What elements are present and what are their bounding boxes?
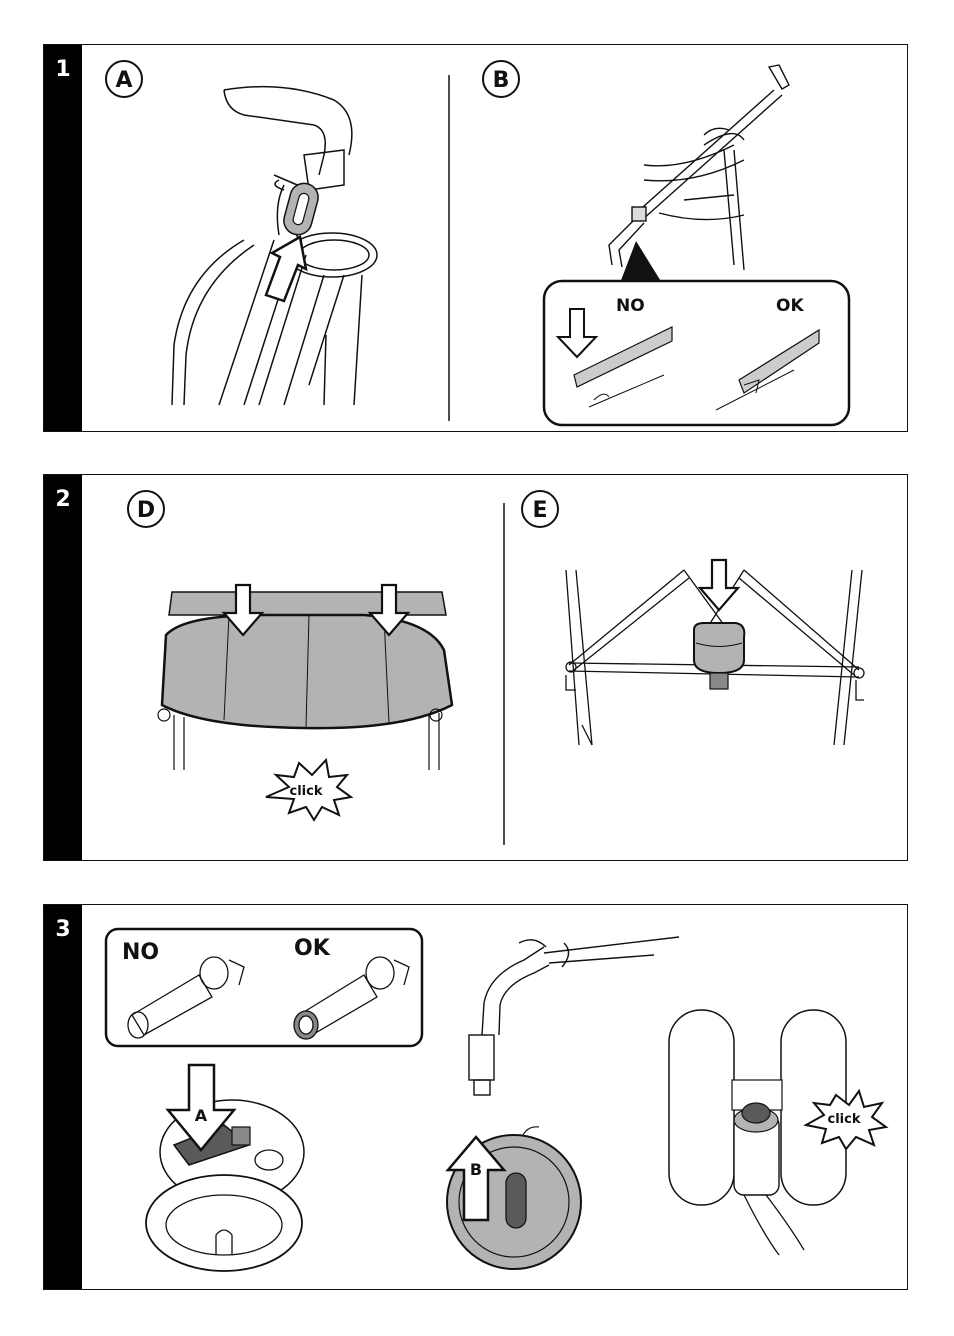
seat-cushion-drawing bbox=[158, 592, 452, 770]
step-3-illustration: NO OK A bbox=[44, 905, 909, 1291]
inset-ok-label: OK bbox=[776, 296, 804, 316]
arrow-a-label: A bbox=[195, 1106, 208, 1125]
callout-a: A bbox=[106, 61, 142, 97]
down-arrow-icon bbox=[700, 560, 738, 610]
callout-b-label: B bbox=[493, 68, 510, 93]
callout-e-label: E bbox=[532, 498, 547, 523]
click-label: click bbox=[828, 1112, 861, 1127]
inset-no-label: NO bbox=[616, 296, 645, 316]
folded-stroller-drawing bbox=[609, 65, 789, 270]
latch-inset: NO OK bbox=[544, 281, 849, 425]
step-3-panel: 3 NO OK bbox=[43, 904, 908, 1290]
footrest-clip bbox=[694, 623, 744, 689]
callout-a-label: A bbox=[115, 68, 132, 93]
step-1-panel: 1 A bbox=[43, 44, 908, 432]
step-1-illustration: A bbox=[44, 45, 909, 433]
zoom-pointer bbox=[620, 241, 662, 283]
step-2-illustration: D click E bbox=[44, 475, 909, 862]
step-2-panel: 2 D click E bbox=[43, 474, 908, 861]
handle-latch-drawing bbox=[172, 87, 377, 405]
click-label: click bbox=[290, 784, 323, 799]
callout-b: B bbox=[483, 61, 519, 97]
inset-ok-label: OK bbox=[294, 936, 331, 961]
callout-d: D bbox=[128, 491, 164, 527]
front-wheels-drawing bbox=[669, 1010, 846, 1255]
click-burst-icon: click bbox=[266, 760, 351, 820]
caster-housing-drawing bbox=[146, 1100, 304, 1271]
inset-no-label: NO bbox=[122, 940, 159, 965]
frame-tube-drawing bbox=[469, 937, 679, 1095]
wheel-pin-inset: NO OK bbox=[106, 929, 422, 1046]
latch-slot bbox=[281, 180, 322, 237]
callout-d-label: D bbox=[137, 498, 155, 523]
callout-e: E bbox=[522, 491, 558, 527]
arrow-b-label: B bbox=[470, 1160, 482, 1179]
